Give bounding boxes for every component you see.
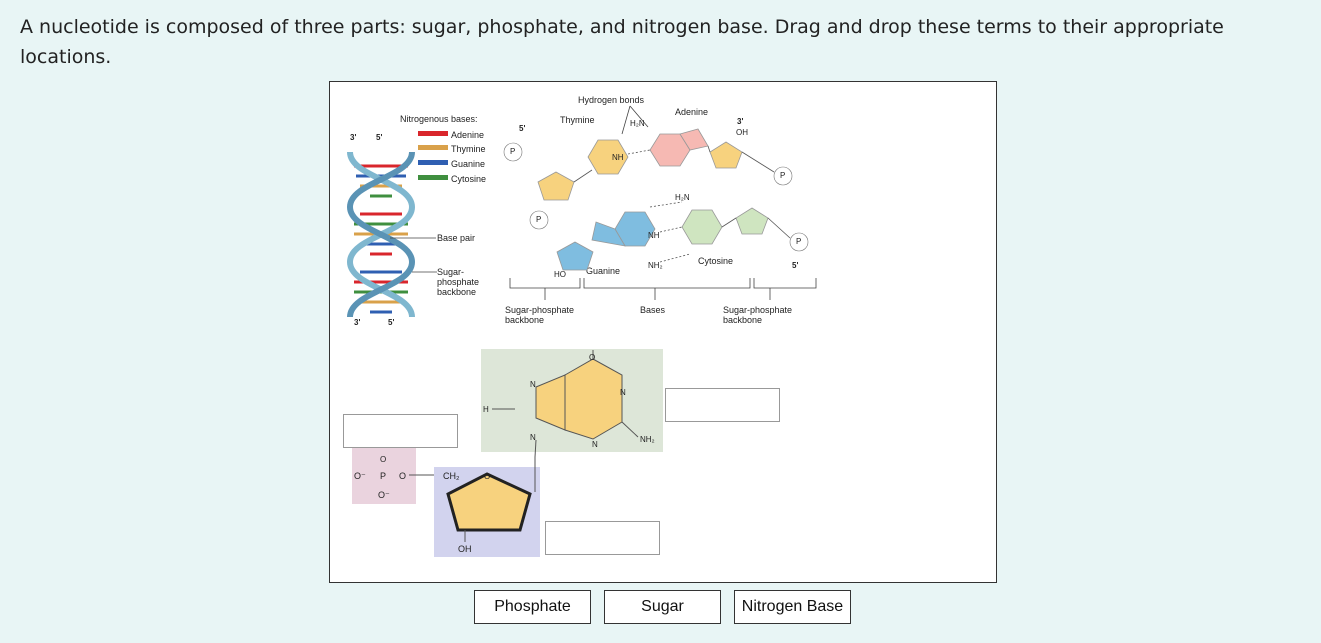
thymine-nh-label: NH	[612, 153, 624, 162]
thymine-ring	[587, 139, 629, 175]
left-5-label: 5'	[519, 124, 525, 133]
helix-bottom-3-label: 3'	[354, 318, 360, 327]
hydrogen-bonds-label: Hydrogen bonds	[578, 95, 645, 105]
ho-label: HO	[554, 270, 566, 279]
phosphate-region	[352, 448, 416, 504]
cytosine-ring	[681, 209, 723, 245]
term-sugar[interactable]: Sugar	[604, 590, 721, 624]
base-o-label: O	[589, 353, 595, 362]
base-n-label-4: N	[592, 440, 598, 449]
helix-top-3-label: 3'	[350, 133, 356, 142]
cytosine-swatch	[418, 175, 448, 180]
mid-left-sugar	[556, 241, 594, 271]
side-backbone-label-2: phosphate	[437, 277, 479, 287]
right-3-label: 3'	[737, 117, 743, 126]
right-5-label: 5'	[792, 261, 798, 270]
phosphate-top-o: O	[380, 455, 386, 464]
molecular-structure: Hydrogen bonds Thymine Adenine 3' OH 5' …	[503, 95, 817, 325]
bottom-right-backbone-label-1: Sugar-phosphate	[723, 305, 792, 315]
term-phosphate[interactable]: Phosphate	[474, 590, 591, 624]
side-backbone-label-3: backbone	[437, 287, 476, 297]
guanine-nh-label: NH	[648, 231, 660, 240]
adenine-label: Adenine	[675, 107, 708, 117]
bottom-left-backbone-label-2: backbone	[505, 315, 544, 325]
bottom-right-phosphate-label: P	[796, 237, 801, 246]
helix-bottom-5-label: 5'	[388, 318, 394, 327]
bottom-left-backbone-label-1: Sugar-phosphate	[505, 305, 574, 315]
base-n-label-1: N	[530, 380, 536, 389]
ribose-ring	[446, 472, 532, 532]
legend-cytosine: Cytosine	[451, 174, 486, 184]
right-phosphate-label: P	[780, 171, 785, 180]
legend-title: Nitrogenous bases:	[400, 114, 478, 124]
base-nh2-label: NH₂	[640, 435, 655, 444]
term-nitrogen-base[interactable]: Nitrogen Base	[734, 590, 851, 624]
bases-label: Bases	[640, 305, 666, 315]
purine-ring	[564, 358, 623, 440]
sugar-o-label: O	[484, 472, 490, 481]
drop-zone-base-area[interactable]	[665, 388, 780, 422]
sugar-ch2-label: CH₂	[443, 471, 460, 481]
side-backbone-label-1: Sugar-	[437, 267, 464, 277]
drop-zone-phosphate-area[interactable]	[343, 414, 458, 448]
bottom-right-backbone-label-2: backbone	[723, 315, 762, 325]
nucleotide-figure: 3' 5' 3' 5' Nitrogenous bases: Adenine T…	[329, 81, 997, 583]
top-left-sugar	[537, 171, 575, 201]
base-n-label-3: N	[620, 388, 626, 397]
phosphate-o-minus-bottom: O⁻	[378, 490, 390, 500]
base-legend: Nitrogenous bases: Adenine Thymine Guani…	[400, 114, 486, 184]
mid-right-sugar	[735, 207, 769, 235]
adenine-h2n-label: H₂N	[630, 119, 645, 128]
legend-adenine: Adenine	[451, 130, 484, 140]
phosphate-o-minus-left: O⁻	[354, 471, 366, 481]
drop-zone-sugar-area[interactable]	[545, 521, 660, 555]
top-phosphate-label: P	[510, 147, 515, 156]
helix-top-5-label: 5'	[376, 133, 382, 142]
phosphate-o-right: O	[399, 471, 406, 481]
mid-phosphate-label: P	[536, 215, 541, 224]
base-pair-label: Base pair	[437, 233, 475, 243]
legend-guanine: Guanine	[451, 159, 485, 169]
double-helix-illustration: 3' 5' 3' 5'	[346, 133, 416, 327]
thymine-swatch	[418, 145, 448, 150]
cytosine-h2n-label: H₂N	[675, 193, 690, 202]
legend-thymine: Thymine	[451, 144, 486, 154]
right-oh-label: OH	[736, 128, 748, 137]
guanine-label: Guanine	[586, 266, 620, 276]
phosphate-p: P	[380, 471, 386, 481]
thymine-label: Thymine	[560, 115, 595, 125]
nucleotide-structure: O N N N N H NH₂ O O⁻ P O O⁻ CH₂ O OH	[352, 349, 663, 557]
cytosine-label: Cytosine	[698, 256, 733, 266]
sugar-oh-label: OH	[458, 544, 472, 554]
base-n-label-2: N	[530, 433, 536, 442]
guanine-swatch	[418, 160, 448, 165]
base-h-label: H	[483, 405, 489, 414]
adenine-swatch	[418, 131, 448, 136]
guanine-nh2-label: NH₂	[648, 261, 663, 270]
top-right-sugar	[709, 141, 743, 169]
dna-diagram: 3' 5' 3' 5' Nitrogenous bases: Adenine T…	[346, 95, 817, 557]
instructions-text: A nucleotide is composed of three parts:…	[20, 16, 1224, 68]
